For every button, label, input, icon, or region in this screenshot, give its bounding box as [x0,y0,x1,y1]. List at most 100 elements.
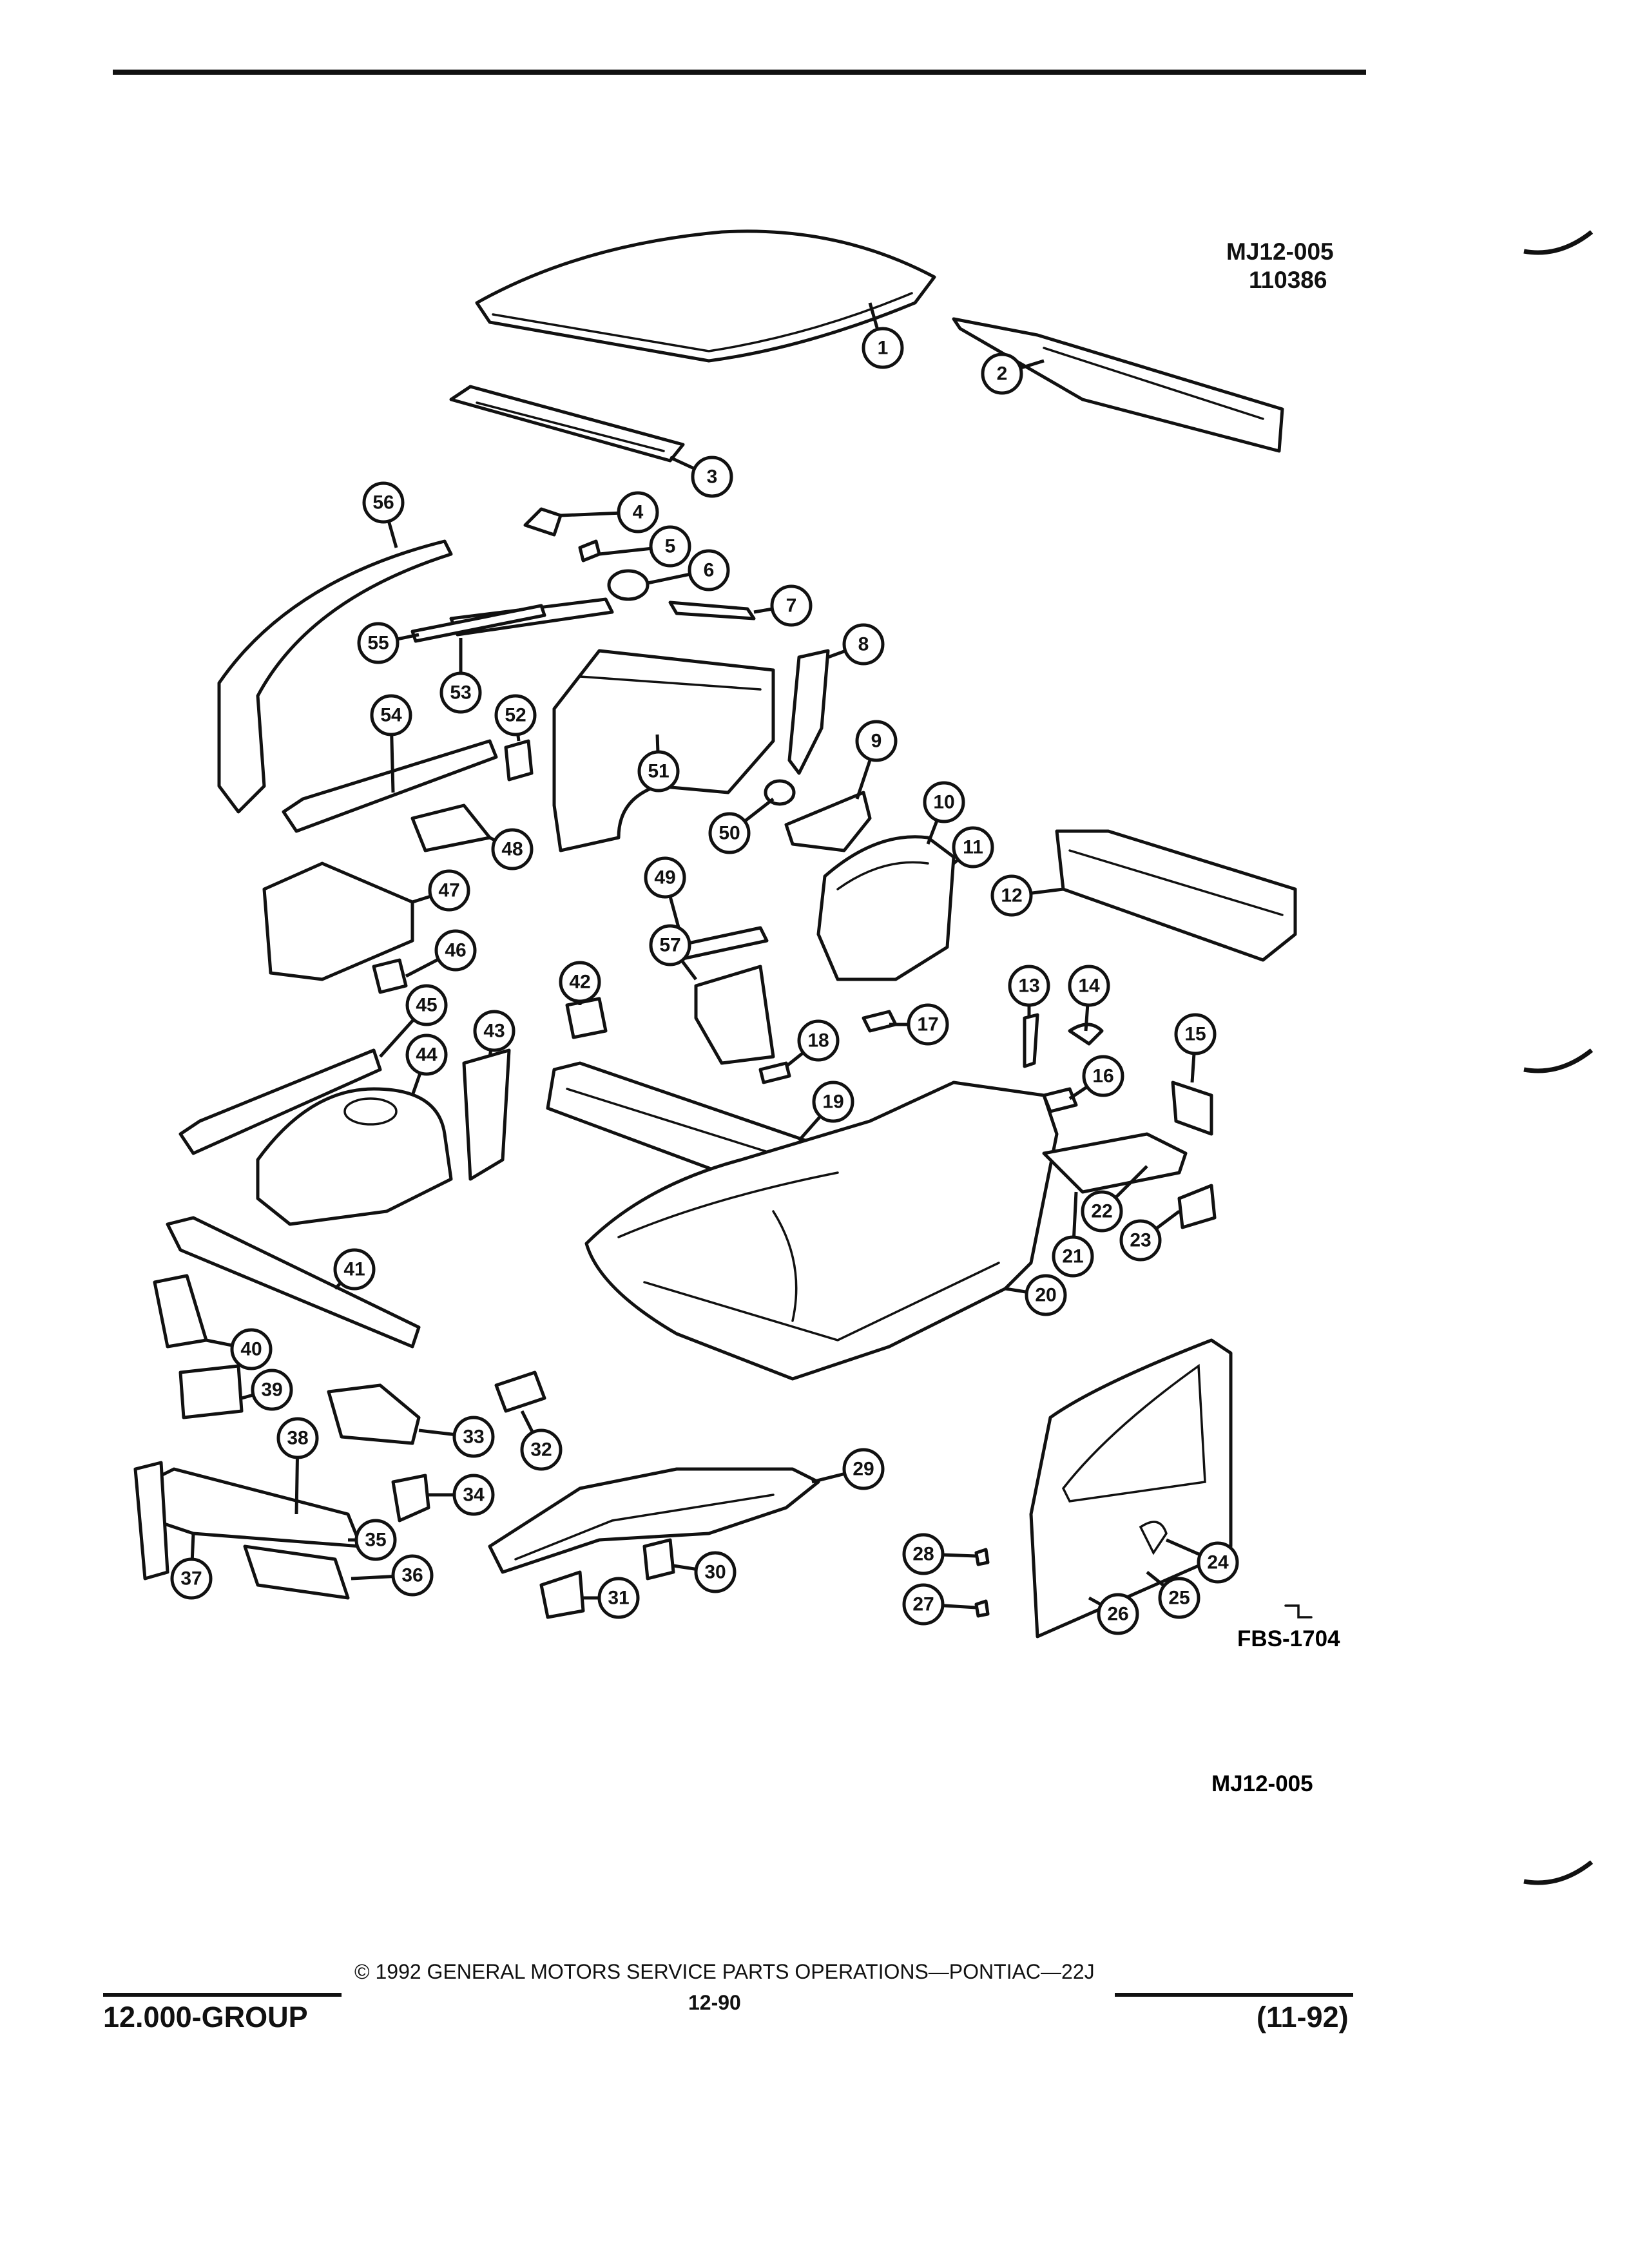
callout-balloon-30 [694,1551,737,1593]
callout-32: 32 [520,1410,563,1471]
callout-number-34: 34 [463,1485,485,1506]
callout-number-56: 56 [372,492,394,514]
callout-balloon-32 [520,1428,563,1471]
callout-37: 37 [170,1533,213,1600]
callout-balloon-16 [1082,1055,1124,1097]
callout-balloon-15 [1174,1013,1217,1055]
callout-balloon-23 [1119,1219,1162,1262]
callout-12: 12 [990,874,1064,917]
binder-mark-middle [1523,1048,1594,1073]
callout-25: 25 [1146,1571,1200,1619]
callout-number-36: 36 [401,1565,423,1586]
callout-17: 17 [889,1003,949,1046]
callout-number-23: 23 [1130,1230,1151,1251]
callout-balloon-56 [362,481,405,524]
callout-number-53: 53 [450,682,471,704]
callout-number-30: 30 [704,1562,726,1583]
callout-balloon-44 [405,1033,448,1076]
callout-balloon-48 [491,828,534,870]
callout-number-1: 1 [878,338,889,359]
callout-15: 15 [1174,1013,1217,1083]
callout-balloon-11 [952,826,994,869]
callout-number-38: 38 [287,1428,308,1449]
callout-number-32: 32 [530,1439,552,1461]
footer-copyright: © 1992 GENERAL MOTORS SERVICE PARTS OPER… [354,1960,1095,1983]
callout-number-19: 19 [822,1091,843,1113]
callout-number-55: 55 [367,633,389,654]
callout-number-14: 14 [1078,975,1100,997]
callout-30: 30 [673,1551,737,1593]
callout-balloon-27 [902,1583,945,1626]
callout-number-16: 16 [1092,1066,1113,1087]
callout-balloon-57 [649,924,691,966]
top-rule [113,70,1366,75]
callout-balloon-53 [439,671,482,714]
callout-31: 31 [583,1577,640,1619]
callout-number-46: 46 [445,940,466,961]
footer-rule-right [1115,1993,1353,1997]
callout-29: 29 [811,1448,885,1490]
callout-number-8: 8 [858,634,869,655]
callout-balloon-9 [855,720,898,762]
callout-4: 4 [560,491,659,533]
parts-drawing [133,229,1313,1639]
callout-number-33: 33 [463,1427,484,1448]
callout-balloon-43 [473,1010,516,1052]
callout-number-47: 47 [438,880,459,901]
callout-number-25: 25 [1168,1588,1190,1609]
callout-balloon-8 [842,623,885,666]
callout-number-11: 11 [963,837,983,858]
callout-number-27: 27 [912,1594,934,1615]
callout-number-17: 17 [917,1014,938,1035]
callout-number-39: 39 [261,1379,282,1401]
callout-number-9: 9 [871,731,882,752]
callout-number-28: 28 [912,1544,934,1565]
callout-number-31: 31 [608,1588,629,1609]
part-rear-window-panel [952,317,1284,453]
figure-code: MJ12-005 [1226,238,1334,265]
callout-22: 22 [1081,1165,1148,1233]
callout-41: 41 [333,1248,376,1291]
callout-number-5: 5 [665,536,676,557]
callout-balloon-37 [170,1557,213,1600]
callout-14: 14 [1068,965,1110,1032]
callout-balloon-10 [923,781,965,823]
callout-number-12: 12 [1001,885,1022,907]
callout-balloon-46 [434,929,477,972]
callout-balloon-19 [812,1081,854,1123]
callout-3: 3 [669,456,733,498]
callout-balloon-12 [990,874,1033,917]
callout-balloon-24 [1197,1541,1239,1584]
callout-18: 18 [785,1019,840,1068]
callout-balloon-21 [1052,1235,1094,1278]
callout-44: 44 [405,1033,448,1096]
callout-number-54: 54 [380,705,402,726]
callout-balloon-47 [428,869,470,912]
callout-balloon-45 [405,984,448,1026]
callout-34: 34 [429,1474,495,1516]
callout-number-57: 57 [659,935,680,956]
callout-balloon-5 [649,525,691,568]
callout-11: 11 [952,826,994,869]
callout-8: 8 [827,623,885,666]
callout-number-13: 13 [1018,975,1039,997]
callout-balloon-22 [1081,1190,1123,1233]
callout-47: 47 [412,869,470,912]
callout-balloon-38 [276,1417,319,1459]
callout-number-10: 10 [933,792,954,813]
callout-50: 50 [708,798,775,854]
callout-51: 51 [637,734,680,793]
callout-balloon-34 [452,1474,495,1516]
callout-balloon-33 [452,1416,495,1458]
callout-54: 54 [370,694,412,793]
callout-balloon-42 [559,961,601,1003]
callout-number-29: 29 [853,1459,874,1480]
callout-19: 19 [798,1081,854,1142]
callout-13: 13 [1008,965,1050,1018]
callout-balloon-39 [251,1369,293,1411]
bottom-code: MJ12-005 [1211,1771,1313,1796]
callout-53: 53 [439,638,482,714]
callout-number-50: 50 [718,823,740,844]
callout-number-41: 41 [343,1259,365,1280]
callout-number-52: 52 [505,705,526,726]
